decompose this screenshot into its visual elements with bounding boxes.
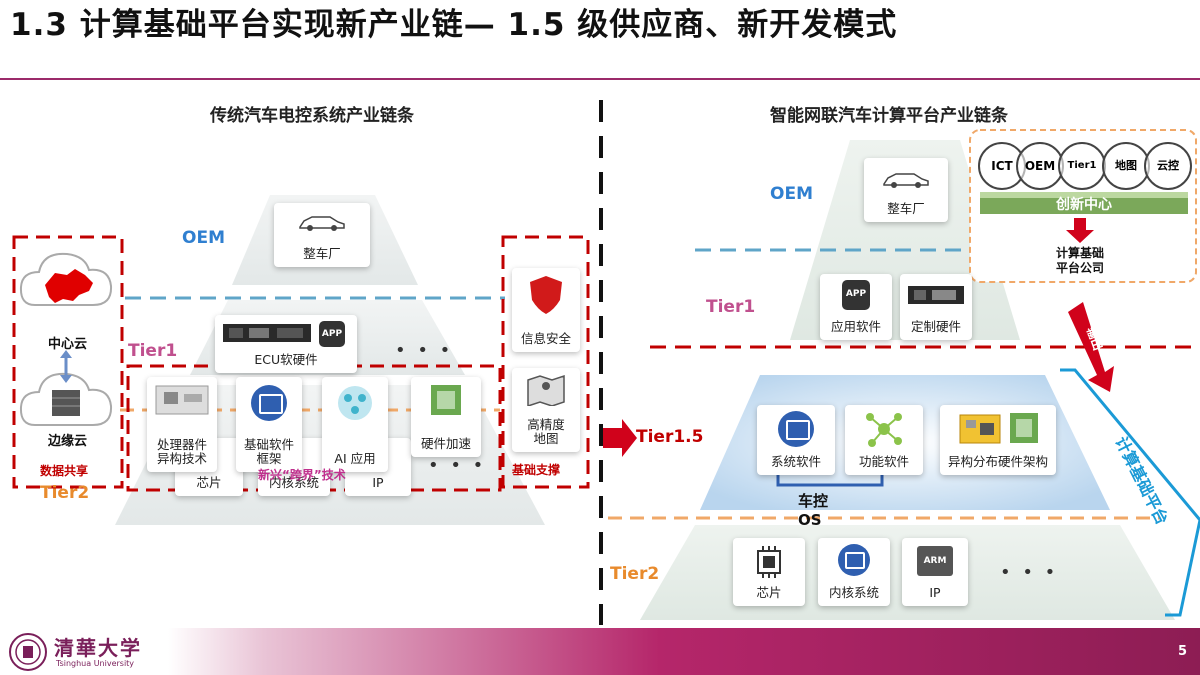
sys-sw-box: 系统软件 [757, 405, 835, 475]
left-processor-label: 处理器件 异构技术 [156, 437, 207, 466]
chip-icon [757, 546, 781, 578]
right-oem-box: 整车厂 [864, 158, 948, 222]
circle-cloud-control: 云控 [1144, 142, 1192, 190]
edge-cloud-label: 边缘云 [48, 434, 88, 449]
platform-company-label: 计算基础 平台公司 [1055, 246, 1104, 275]
right-chip-label: 芯片 [756, 585, 782, 600]
right-subtitle: 智能网联汽车计算平台产业链条 [770, 106, 1008, 126]
tsinghua-seal-icon [9, 633, 47, 671]
shield-icon [530, 276, 562, 314]
left-basic-sw-box: 基础软件 框架 [236, 377, 302, 472]
right-oem-label: OEM [770, 184, 813, 204]
left-kernel-label: 内核系统 [268, 475, 319, 490]
left-oem-box-label: 整车厂 [303, 246, 341, 261]
right-oem-box-label: 整车厂 [887, 201, 925, 216]
hd-map-box: 高精度 地图 [512, 368, 580, 452]
info-security-label: 信息安全 [520, 331, 571, 346]
app-sw-label: 应用软件 [830, 319, 881, 334]
tier15-arrow [603, 419, 637, 457]
right-ip-label: IP [929, 585, 941, 600]
kernel-icon [838, 544, 870, 576]
left-ecu-label: ECU软硬件 [254, 352, 318, 367]
innovation-center-label: 创新中心 [1056, 197, 1112, 213]
function-network-icon [866, 413, 902, 447]
custom-hw-box: 定制硬件 [900, 274, 972, 340]
left-ip-label: IP [372, 475, 384, 490]
circle-tier1: Tier1 [1058, 142, 1106, 190]
left-ai-label: AI 应用 [334, 451, 376, 466]
sys-sw-label: 系统软件 [770, 454, 821, 469]
right-kernel-label: 内核系统 [828, 585, 879, 600]
info-security-box: 信息安全 [512, 268, 580, 352]
left-oem-label: OEM [182, 228, 225, 248]
func-sw-box: 功能软件 [845, 405, 923, 475]
left-basic-sw-label: 基础软件 框架 [243, 437, 294, 466]
func-sw-label: 功能软件 [858, 454, 909, 469]
left-cloud-frame [12, 235, 124, 489]
left-subtitle: 传统汽车电控系统产业链条 [210, 106, 414, 126]
innovation-circles: ICT OEM Tier1 地图 云控 [978, 142, 1192, 190]
page-number: 5 [1178, 644, 1188, 659]
vehicle-os-label: 车控 OS [798, 492, 829, 529]
left-tier1-more: • • • [395, 340, 454, 361]
map-icon [527, 374, 565, 406]
tier15-label: Tier1.5 [636, 427, 704, 447]
data-share-label: 数据共享 [40, 464, 89, 478]
left-ecu-box: APP ECU软硬件 [215, 315, 357, 373]
left-ai-box: AI 应用 [322, 377, 388, 472]
hardware-accelerator-icon [431, 385, 461, 415]
title-divider [0, 78, 1200, 80]
left-processor-box: 处理器件 异构技术 [147, 377, 217, 472]
app-sw-box: APP 应用软件 [820, 274, 892, 340]
left-chip-label: 芯片 [196, 475, 222, 490]
left-support-frame [501, 235, 590, 489]
custom-hw-label: 定制硬件 [910, 319, 961, 334]
left-tier2-more: • • • [428, 455, 487, 476]
output-arrow [1068, 302, 1114, 392]
right-tier1-label: Tier1 [706, 297, 756, 317]
left-tier1-label: Tier1 [128, 341, 178, 361]
page-title: 1.3 计算基础平台实现新产业链— 1.5 级供应商、新开发模式 [10, 7, 898, 43]
hetero-hw-label: 异构分布硬件架构 [947, 454, 1048, 469]
vehicle-os-bracket [776, 475, 884, 487]
base-support-label: 基础支撑 [512, 463, 561, 477]
china-map-icon [45, 269, 93, 303]
right-kernel-box: 内核系统 [818, 538, 890, 606]
right-tier2-more: • • • [1000, 562, 1059, 583]
tsinghua-logo-en: Tsinghua University [56, 659, 135, 668]
circuit-board-icon [155, 385, 209, 415]
innovation-down-arrow [1066, 218, 1094, 243]
brain-icon [338, 386, 372, 420]
center-cloud-label: 中心云 [48, 337, 88, 352]
server-icon [52, 390, 80, 416]
system-software-icon [778, 411, 814, 447]
circle-map: 地图 [1102, 142, 1150, 190]
hetero-hw-box: 异构分布硬件架构 [940, 405, 1056, 475]
left-hw-accel-box: 硬件加速 [411, 377, 481, 457]
app-icon-right: APP [842, 280, 870, 310]
hd-map-label: 高精度 地图 [527, 417, 565, 446]
hardware-board-icon [908, 286, 964, 304]
platform-bracket [1060, 368, 1200, 617]
software-icon [251, 385, 287, 421]
left-hw-accel-label: 硬件加速 [420, 436, 471, 451]
tsinghua-logo-cn: 清華大学 [54, 636, 142, 660]
arm-icon: ARM [917, 546, 953, 576]
right-chip-box: 芯片 [733, 538, 805, 606]
right-tier2-label: Tier2 [610, 564, 660, 584]
footer-bar [0, 628, 1200, 675]
ecu-board-icon [223, 324, 311, 342]
right-ip-box: ARM IP [902, 538, 968, 606]
app-icon: APP [319, 321, 345, 347]
new-tech-label: 新兴“跨界”技术 [258, 468, 346, 482]
circle-oem: OEM [1016, 142, 1064, 190]
left-oem-box: 整车厂 [274, 203, 370, 267]
hetero-hardware-icon [959, 413, 1038, 444]
car-icon-right [883, 173, 929, 188]
left-tier2-label: Tier2 [40, 483, 90, 503]
car-icon [299, 216, 345, 231]
